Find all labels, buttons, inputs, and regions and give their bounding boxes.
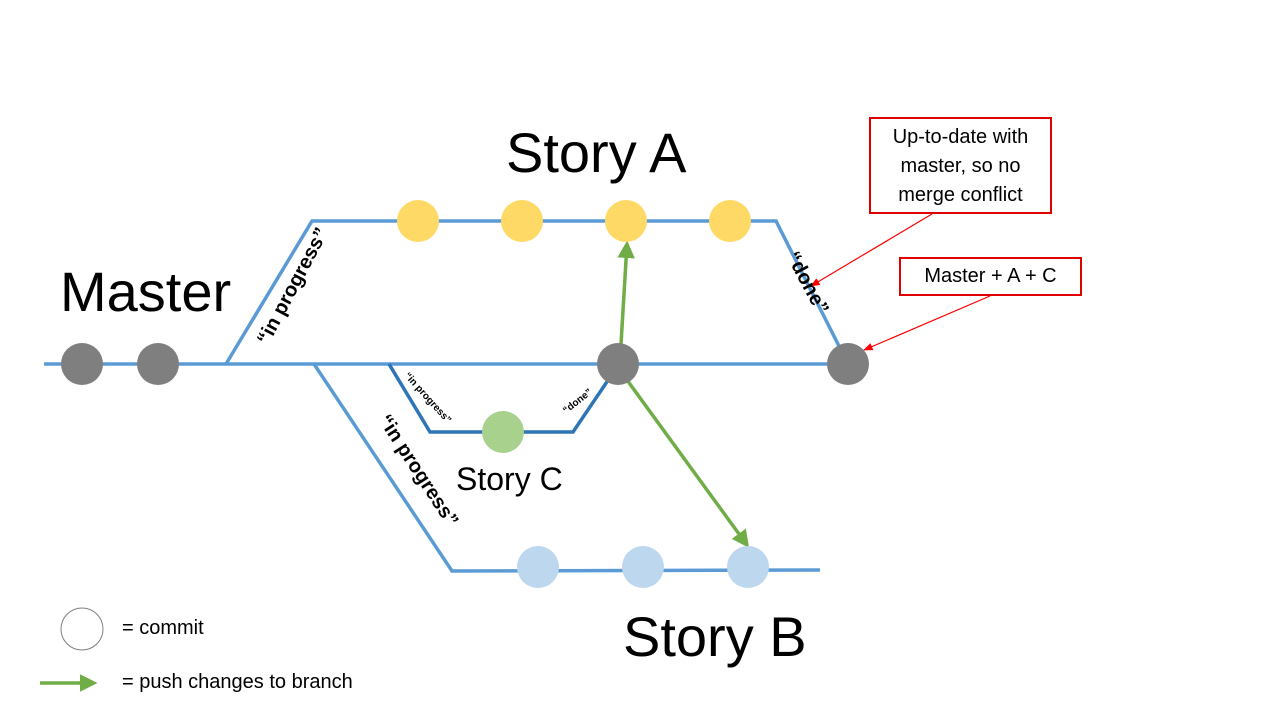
story-a-commit	[605, 200, 647, 242]
story-a-branch-line	[224, 219, 850, 365]
master-merge-commit	[827, 343, 869, 385]
callout-up-to-date: Up-to-date with master, so no merge conf…	[869, 117, 1052, 214]
story-a-commit	[709, 200, 751, 242]
callout-up-to-date-line-3: merge conflict	[898, 184, 1023, 206]
master-label: Master	[60, 260, 231, 323]
master-commit	[137, 343, 179, 385]
story-a-label: Story A	[506, 121, 687, 184]
legend-commit-text: = commit	[122, 617, 204, 639]
callout-pointer-merge	[863, 295, 991, 351]
push-arrow-to-story-b	[625, 378, 750, 548]
callout-up-to-date-line-2: master, so no	[900, 155, 1021, 177]
story-b-commit	[517, 546, 559, 588]
legend-commit-icon	[60, 607, 104, 651]
story-b-commit	[727, 546, 769, 588]
push-arrow-to-story-a	[617, 240, 635, 345]
story-a-done-label: “done”	[782, 248, 833, 318]
callout-pointer-top	[810, 213, 933, 287]
story-b-branch-line	[312, 363, 821, 573]
story-a-commit	[501, 200, 543, 242]
callout-master-a-c: Master + A + C	[899, 257, 1082, 296]
legend-push-text: = push changes to branch	[122, 671, 353, 693]
callout-master-a-c-text: Master + A + C	[924, 265, 1057, 287]
story-c-label: Story C	[456, 461, 563, 497]
master-commit	[597, 343, 639, 385]
story-a-commit	[397, 200, 439, 242]
callout-up-to-date-line-1: Up-to-date with	[892, 126, 1029, 148]
story-c-done-label: “done”	[561, 387, 594, 417]
story-b-commit	[622, 546, 664, 588]
story-b-label: Story B	[623, 605, 807, 668]
story-a-in-progress-label: “in progress”	[253, 224, 333, 348]
master-commit	[61, 343, 103, 385]
story-c-commit	[482, 411, 524, 453]
